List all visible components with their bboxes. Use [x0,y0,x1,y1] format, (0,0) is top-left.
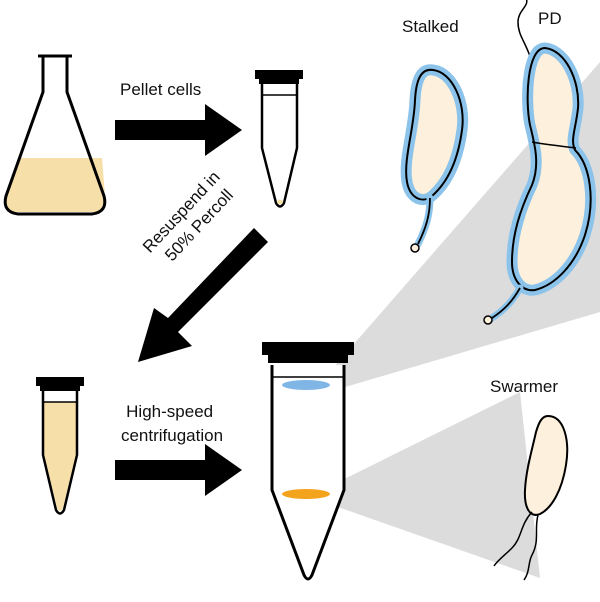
arrow-centrifuge [115,444,242,496]
arrow-resuspend [138,228,268,362]
culture-liquid [4,158,106,212]
swarmer-label: Swarmer [490,377,558,396]
swarmer-cell [493,414,569,581]
stalked-cell-body [400,64,469,205]
tube-resuspended [36,377,84,515]
centrifuge-label: High-speed centrifugation [121,402,223,445]
cell-pellet [277,199,283,205]
swarmer-flagellum-1 [493,511,533,567]
tube-centrifuged [262,342,354,581]
centrifuge-line2: centrifugation [121,426,223,445]
pd-flagellum [517,0,533,63]
culture-flask [3,54,107,216]
flask-outline [3,56,107,216]
resuspend-label: Resuspend in 50% Percoll [139,164,243,271]
stalked-band [282,380,330,390]
stalked-cell [400,64,469,253]
predivisional-cell [483,0,597,325]
swarmer-flagellum-2 [523,514,539,581]
pellet-cells-label: Pellet cells [120,80,201,99]
stalked-label: Stalked [402,17,459,36]
tube-pellet [255,70,303,208]
centrifuge-line1: High-speed [126,402,213,421]
arrow-pellet [115,104,242,156]
swarmer-cell-body [523,414,569,516]
swarmer-band [282,489,330,499]
pd-label: PD [538,9,562,28]
swarmer-zoom-cone [318,392,540,578]
